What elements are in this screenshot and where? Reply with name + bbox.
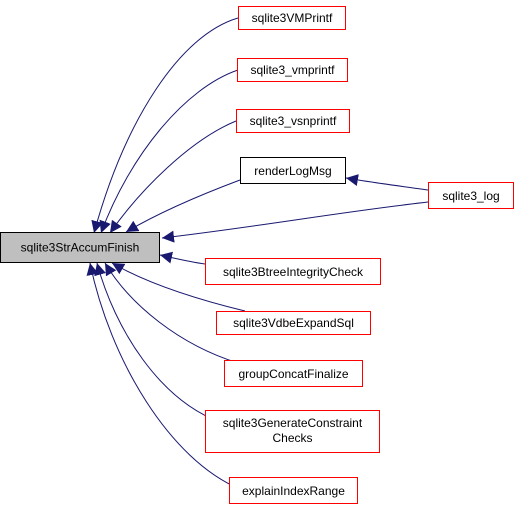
edge-log-to-root [161,201,429,243]
edge-vmprintf-to-root [91,17,239,234]
edge-renderlogmsg-to-root [125,179,241,233]
node-vmprintf-label: sqlite3VMPrintf [252,11,333,25]
edge-groupconcat-to-root [104,262,239,364]
node-generate-label-line1: sqlite3GenerateConstraint [223,416,363,430]
node-renderlogmsg[interactable]: renderLogMsg [240,157,346,184]
edge-vsnprintf-to-root [109,120,237,234]
node-groupconcat-box [224,360,363,387]
node-sqlite3strAccumFinish[interactable]: sqlite3StrAccumFinish [0,232,160,263]
node-log-box [428,182,514,209]
edge-btree-to-root [159,251,206,265]
node-btree-box [205,258,381,285]
node-renderlogmsg-box [240,157,346,184]
node-sqlite3-vmprintf-label: sqlite3_vmprintf [250,63,335,77]
node-explain-label: explainIndexRange [242,484,345,498]
node-generate-label-line2: Checks [272,431,312,445]
node-groupconcat-label: groupConcatFinalize [238,367,348,381]
node-vsnprintf-label: sqlite3_vsnprintf [250,114,337,128]
node-sqlite3-log[interactable]: sqlite3_log [428,182,514,209]
node-log-label: sqlite3_log [442,189,499,203]
edges [86,17,429,490]
node-explainindexrange[interactable]: explainIndexRange [229,477,358,504]
edge-vdbe-to-root [111,262,246,312]
edge-explain-to-root [86,262,241,490]
node-sqlite3-vsnprintf[interactable]: sqlite3_vsnprintf [236,109,350,133]
node-generate-box [205,410,380,453]
node-sqlite3-vmprintf-box [237,58,348,82]
edge-generate-to-root [94,262,221,423]
node-sqlite3btreeintegritycheck[interactable]: sqlite3BtreeIntegrityCheck [205,258,381,285]
node-vdbe-label: sqlite3VdbeExpandSql [233,316,354,330]
edge-vmprintf-api-to-root [99,69,239,234]
node-root-label: sqlite3StrAccumFinish [21,241,140,255]
node-sqlite3-vmprintf[interactable]: sqlite3_vmprintf [237,58,348,82]
node-sqlite3vmprintf[interactable]: sqlite3VMPrintf [238,6,346,30]
node-sqlite3generateconstraintchecks[interactable]: sqlite3GenerateConstraint Checks [205,410,380,453]
node-vdbe-box [216,311,371,335]
node-vsnprintf-box [236,109,350,133]
node-renderlogmsg-label: renderLogMsg [254,164,331,178]
node-vmprintf-box [238,6,346,30]
node-btree-label: sqlite3BtreeIntegrityCheck [223,265,364,279]
node-sqlite3vdbeexpandsql[interactable]: sqlite3VdbeExpandSql [216,311,371,335]
node-explain-box [229,477,358,504]
node-root-box [0,232,160,263]
node-groupconcatfinalize[interactable]: groupConcatFinalize [224,360,363,387]
edge-log-to-renderlogmsg [345,174,429,191]
